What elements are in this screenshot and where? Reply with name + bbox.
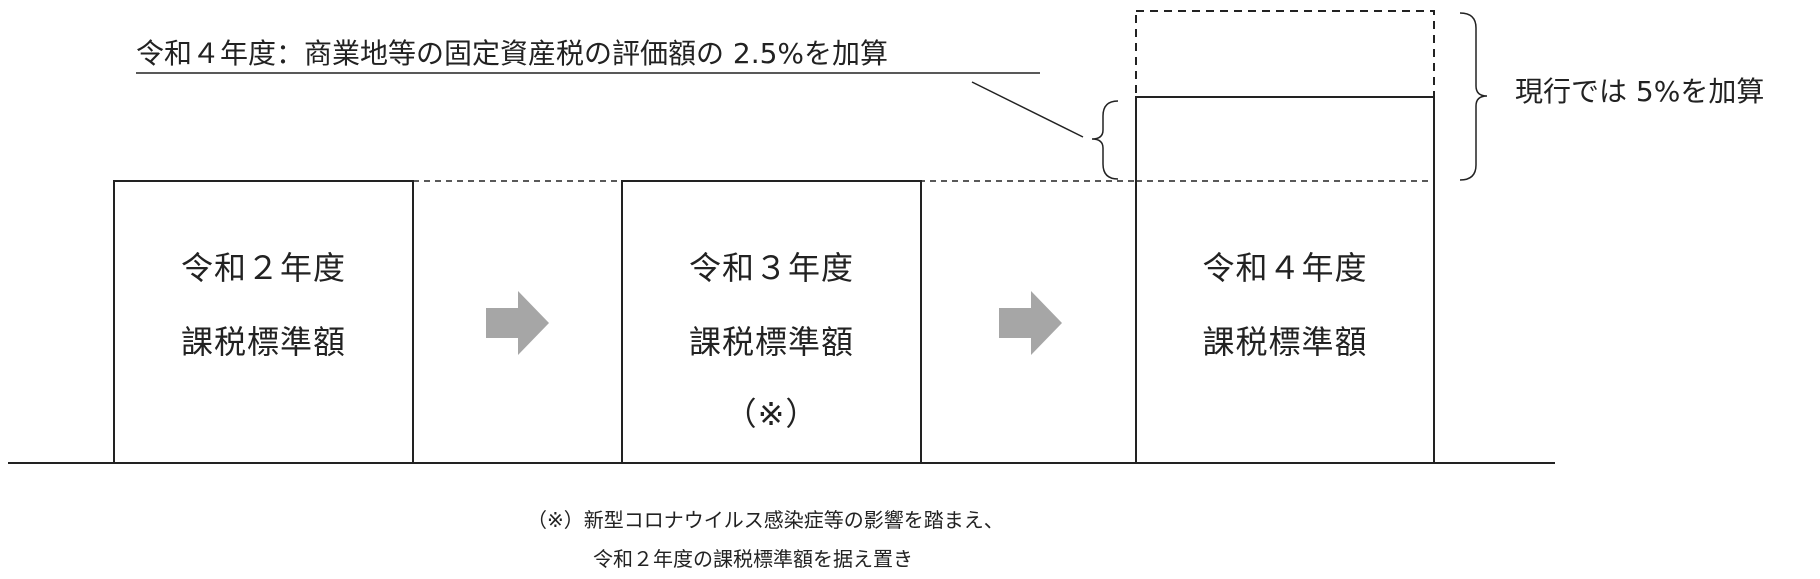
right-annotation: 現行では 5%を加算 bbox=[1515, 75, 1765, 108]
box-reiwa-2-label: 課税標準額 bbox=[180, 323, 346, 361]
box-reiwa-2 bbox=[113, 180, 414, 464]
top-annotation: 令和４年度：商業地等の固定資産税の評価額の 2.5%を加算 bbox=[136, 37, 889, 70]
box-reiwa-3-label: 課税標準額 bbox=[688, 323, 854, 361]
arrow-2 bbox=[999, 291, 1062, 355]
footnote-line-1: （※）新型コロナウイルス感染症等の影響を踏まえ、 bbox=[527, 508, 1004, 532]
brace-5-percent bbox=[1459, 12, 1488, 181]
footnote-line-2: 令和２年度の課税標準額を据え置き bbox=[593, 547, 913, 571]
box-reiwa-3-note: （※） bbox=[724, 395, 819, 433]
brace-2-5-percent bbox=[1091, 100, 1119, 180]
box-current-rule-extension bbox=[1135, 10, 1435, 98]
box-reiwa-4-year: 令和４年度 bbox=[1202, 249, 1368, 287]
arrow-1 bbox=[486, 291, 549, 355]
box-reiwa-4-label: 課税標準額 bbox=[1202, 323, 1368, 361]
box-reiwa-2-year: 令和２年度 bbox=[180, 249, 346, 287]
box-reiwa-3-year: 令和３年度 bbox=[688, 249, 854, 287]
box-reiwa-3 bbox=[621, 180, 922, 464]
leader-line bbox=[971, 81, 1084, 138]
box-reiwa-4 bbox=[1135, 96, 1435, 464]
